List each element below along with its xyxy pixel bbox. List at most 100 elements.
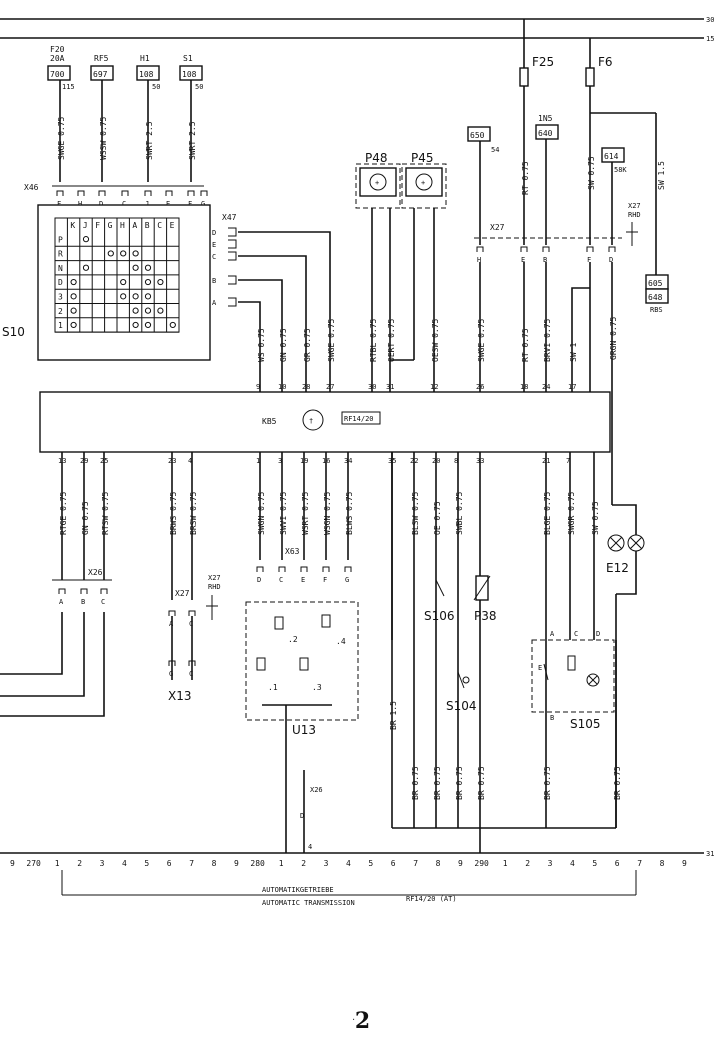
scale-tick: 290 <box>474 859 489 868</box>
s10-label: S10 <box>2 325 25 339</box>
scale-tick: 3 <box>100 859 105 868</box>
caption-de: AUTOMATIKGETRIEBE <box>262 886 334 894</box>
ref-650: 650 54 <box>467 126 499 245</box>
selector-dot <box>120 293 127 300</box>
wire-label: BR 0.75 <box>411 766 420 800</box>
pin-label: G <box>169 670 173 678</box>
wire-label: SW 0.75 <box>587 156 596 190</box>
selector-dot <box>132 293 139 300</box>
wire-label: BR 0.75 <box>477 766 486 800</box>
wire-label: SWGE 0.75 <box>327 318 336 362</box>
pin-number: 26 <box>476 383 484 391</box>
selector-dot <box>132 307 139 314</box>
wire-label: RT 0.75 <box>521 161 530 195</box>
svg-text:RHD: RHD <box>208 583 221 591</box>
wire-label: GN 0.75 <box>81 501 90 535</box>
svg-text:.4: .4 <box>336 637 346 646</box>
selector-dot <box>82 264 90 271</box>
pin-label: F <box>587 256 591 264</box>
wire-label: SWGR 0.75 <box>567 491 576 535</box>
svg-text:54: 54 <box>491 146 499 154</box>
svg-text:58K: 58K <box>614 166 627 174</box>
scale-tick: 3 <box>324 859 329 868</box>
pin-label: H <box>78 200 82 208</box>
scale-tick: 1 <box>279 859 284 868</box>
pin-label: D <box>257 576 261 584</box>
scale-tick: 2 <box>77 859 82 868</box>
pin-label: J <box>145 200 149 208</box>
svg-text:1N5: 1N5 <box>538 114 553 123</box>
svg-text:X46: X46 <box>24 183 39 192</box>
svg-text:115: 115 <box>62 83 75 91</box>
x27-rhd-top: X27 RHD <box>626 202 641 246</box>
x13-label: X13 <box>168 689 192 703</box>
top-wires: SWGE 0.75 WSSW 0.75 SWRT 2.5 SWRT 2.5 <box>57 80 197 182</box>
wire-label: BRWS 0.75 <box>169 491 178 535</box>
pin-label: E <box>301 576 305 584</box>
svg-text:+: + <box>421 179 425 187</box>
footer-dot: . <box>352 1012 356 1023</box>
ref-640: 1N5 640 <box>535 114 559 245</box>
pin-label: D <box>99 200 103 208</box>
rail-31-label: 31 <box>706 850 714 858</box>
scale-tick: 6 <box>615 859 620 868</box>
scale-tick: 1 <box>503 859 508 868</box>
wire-label: SW 1 <box>569 343 578 362</box>
pin-label: B <box>81 598 85 606</box>
svg-text:614: 614 <box>604 152 619 161</box>
scale-tick: 8 <box>436 859 441 868</box>
pin-label: B <box>543 256 547 264</box>
pin-label: G <box>201 200 205 208</box>
svg-text:S104: S104 <box>446 699 477 713</box>
svg-text:700: 700 <box>50 70 65 79</box>
scale-tick: 6 <box>167 859 172 868</box>
svg-text:†: † <box>309 417 313 425</box>
scale-tick: 4 <box>570 859 575 868</box>
u13-label: U13 <box>292 723 316 737</box>
wire-label: BLGE 0.75 <box>543 491 552 535</box>
svg-text:X27: X27 <box>175 589 190 598</box>
wire-label: RTBL 0.75 <box>369 318 378 362</box>
wire-label: SWGE 0.75 <box>477 318 486 362</box>
selector-column: B <box>145 221 150 230</box>
rail-15-label: 15 <box>706 35 714 43</box>
svg-text:697: 697 <box>93 70 108 79</box>
wire-label: GRGN 0.75 <box>609 316 618 360</box>
scale-tick: 8 <box>212 859 217 868</box>
svg-text:X27: X27 <box>208 574 221 582</box>
selector-column: H <box>120 221 125 230</box>
svg-text:E12: E12 <box>606 561 629 575</box>
svg-text:X47: X47 <box>222 213 237 222</box>
scale-tick: 8 <box>660 859 665 868</box>
scale-tick: 7 <box>189 859 194 868</box>
fuse-f25: F25 <box>519 19 554 245</box>
scale-tick: 5 <box>144 859 149 868</box>
wire-label: GN 0.75 <box>279 328 288 362</box>
svg-text:+: + <box>375 179 379 187</box>
svg-text:.3: .3 <box>312 683 322 692</box>
wire-label: SWGE 0.75 <box>57 116 66 160</box>
selector-dot <box>132 250 139 257</box>
pin-number: 24 <box>542 383 550 391</box>
selector-dot <box>157 307 164 314</box>
wire-label: WS 0.75 <box>257 328 266 362</box>
svg-text:RHD: RHD <box>628 211 641 219</box>
svg-text:X63: X63 <box>285 547 300 556</box>
svg-text:X26: X26 <box>88 568 103 577</box>
scale-tick: 5 <box>592 859 597 868</box>
wire-label: RT 0.75 <box>521 328 530 362</box>
selector-column: K <box>70 221 75 230</box>
scale-tick: 3 <box>548 859 553 868</box>
svg-text:P38: P38 <box>474 609 497 623</box>
scale-tick: 4 <box>346 859 351 868</box>
pin-label: D <box>596 630 600 638</box>
svg-text:S105: S105 <box>570 717 601 731</box>
wire-label: BLWS 0.75 <box>345 491 354 535</box>
svg-text:H1: H1 <box>140 54 150 63</box>
